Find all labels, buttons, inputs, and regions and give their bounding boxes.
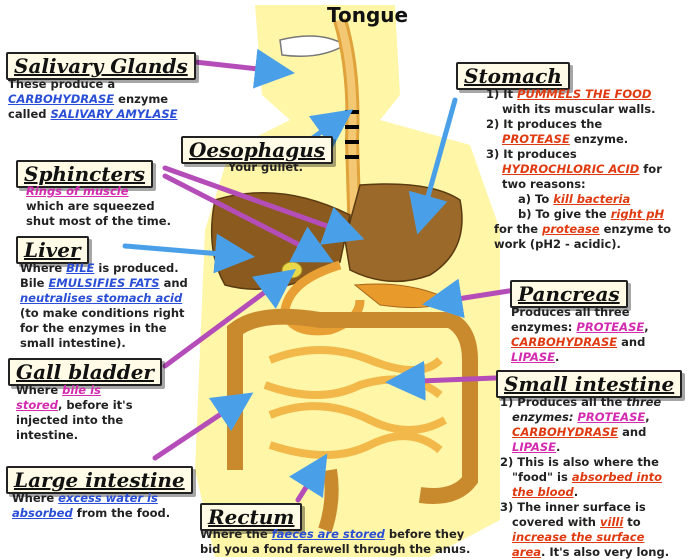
small-intestine-title: Small intestine	[496, 370, 682, 398]
liver-desc: Where BILE is produced. Bile EMULSIFIES …	[20, 261, 220, 351]
pancreas-desc: Produces all three enzymes: PROTEASE, CA…	[511, 305, 691, 365]
tongue-label: Tongue	[327, 3, 408, 27]
gall-bladder-title: Gall bladder	[8, 358, 162, 386]
small-intestine-desc: 1) Produces all the three enzymes: PROTE…	[500, 395, 696, 560]
rectum-desc: Where the faeces are stored before they …	[200, 527, 500, 557]
stomach-title: Stomach	[456, 62, 570, 90]
salivary-glands-title: Salivary Glands	[6, 52, 196, 80]
rectum-organ	[325, 470, 332, 530]
sphincters-desc: Rings of muscle which are squeezed shut …	[26, 184, 216, 229]
pancreas-title: Pancreas	[510, 280, 628, 308]
large-intestine-desc: Where excess water is absorbed from the …	[12, 491, 202, 521]
liver-title: Liver	[16, 236, 89, 264]
large-intestine-title: Large intestine	[6, 466, 193, 494]
salivary-glands-desc: These produce a CARBOHYDRASE enzyme call…	[8, 77, 208, 122]
gall-bladder-desc: Where bile is stored, before it's inject…	[16, 383, 166, 443]
oesophagus-desc: Your gullet.	[228, 160, 303, 175]
stomach-desc: 1) It PUMMELS THE FOOD with its muscular…	[486, 87, 696, 252]
